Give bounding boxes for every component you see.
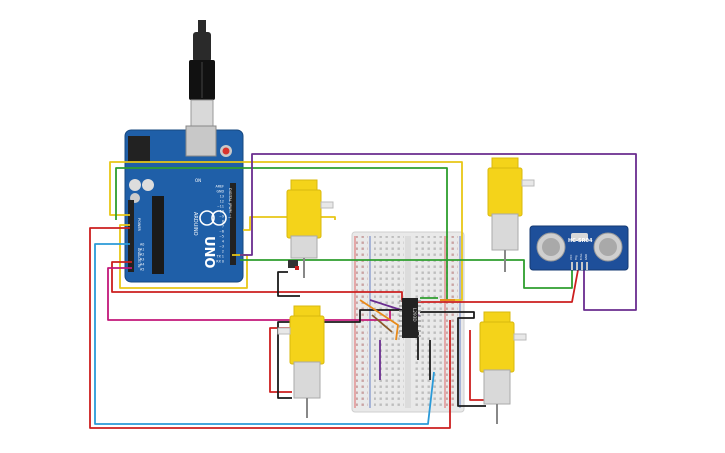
sensor-pin[interactable] — [581, 262, 583, 270]
digital-pin-label: 2 — [222, 250, 224, 254]
digital-pin-label: TX 1 — [216, 255, 224, 259]
digital-header — [230, 183, 236, 265]
wire-purple-sensor[interactable] — [240, 153, 637, 311]
digital-pin-label: 12 — [220, 200, 224, 204]
digital-pin-label: AREF — [215, 185, 224, 189]
wire-blue-long[interactable] — [94, 243, 435, 425]
digital-pin-label: ~11 — [217, 205, 224, 209]
digital-pin-label: ~5 — [219, 235, 224, 239]
arduino-logo — [199, 210, 215, 226]
sensor-pin[interactable] — [586, 262, 588, 270]
wire-red-motor4[interactable] — [469, 330, 486, 401]
analog-pin-label: A3 — [140, 258, 144, 262]
digital-pin-label: RX 0 — [216, 260, 224, 264]
wire-yellow-motor-feed[interactable] — [243, 216, 336, 231]
wire-magenta-low[interactable] — [107, 267, 391, 321]
digital-header-label: DIGITAL (PWM ~) — [228, 188, 232, 219]
analog-pin-label: A0 — [140, 243, 144, 247]
arduino-uno-board: UNO ARDUINO DIGITAL (PWM ~) POWER ANALOG… — [124, 125, 244, 283]
power-analog-header — [128, 200, 134, 272]
atmega-chip — [152, 196, 164, 274]
digital-pin-label: ~3 — [219, 245, 224, 249]
power-header-label: POWER — [137, 218, 141, 232]
wire-red-arduino[interactable] — [111, 261, 403, 302]
digital-pin-label: 8 — [222, 220, 224, 224]
wire-red-sensor[interactable] — [402, 269, 579, 303]
wires — [89, 153, 637, 429]
dc-motor-3[interactable] — [277, 305, 325, 418]
wire-brown[interactable] — [371, 314, 393, 333]
usb-cable — [189, 20, 215, 127]
wire-orange[interactable] — [359, 299, 399, 341]
l293d-chip: L293D — [399, 298, 421, 338]
digital-pin-label: 13 — [220, 195, 224, 199]
digital-pin-label: ~10 — [217, 210, 224, 214]
analog-header-label: ANALOG IN — [137, 248, 141, 268]
dc-motor-1[interactable] — [286, 179, 334, 278]
wire-black-motor4[interactable] — [420, 311, 486, 407]
dc-motor-2[interactable] — [487, 157, 535, 272]
sensor-pin[interactable] — [571, 262, 573, 270]
digital-pin-label: ~6 — [219, 230, 224, 234]
analog-pin-label: A1 — [140, 248, 144, 252]
digital-pin-label: GND — [216, 190, 224, 194]
wire-green-top[interactable] — [115, 167, 448, 300]
digital-pin-label: 4 — [222, 240, 224, 244]
sensor-pin-label: Trig — [574, 255, 578, 260]
digital-pin-label: 7 — [222, 225, 224, 229]
usb-port — [185, 125, 217, 157]
wire-black-motor2[interactable] — [277, 271, 300, 297]
wire-red-outer[interactable] — [89, 227, 451, 429]
uno-label: UNO — [201, 236, 216, 269]
sensor-pin-label: VCC — [569, 254, 573, 260]
sensor-pin-label: Echo — [579, 253, 583, 260]
arduino-maker-label: ARDUINO — [192, 212, 198, 236]
sensor-pin-label: GND — [584, 254, 588, 260]
analog-pin-label: A5 — [140, 268, 144, 272]
wire-yellow-left-loop[interactable] — [109, 161, 463, 301]
analog-pin-label: A2 — [140, 253, 144, 257]
chip-label: L293D — [412, 308, 417, 322]
sensor-label: HC-SR04 — [568, 238, 593, 244]
digital-pin-label: ~9 — [219, 215, 224, 219]
wire-green-sensor[interactable] — [240, 259, 573, 289]
analog-pin-label: A4 — [140, 263, 144, 267]
dc-motor-4[interactable] — [479, 311, 527, 424]
on-led-label: ON — [195, 178, 201, 183]
sensor-pin[interactable] — [576, 262, 578, 270]
power-jack — [128, 136, 150, 162]
